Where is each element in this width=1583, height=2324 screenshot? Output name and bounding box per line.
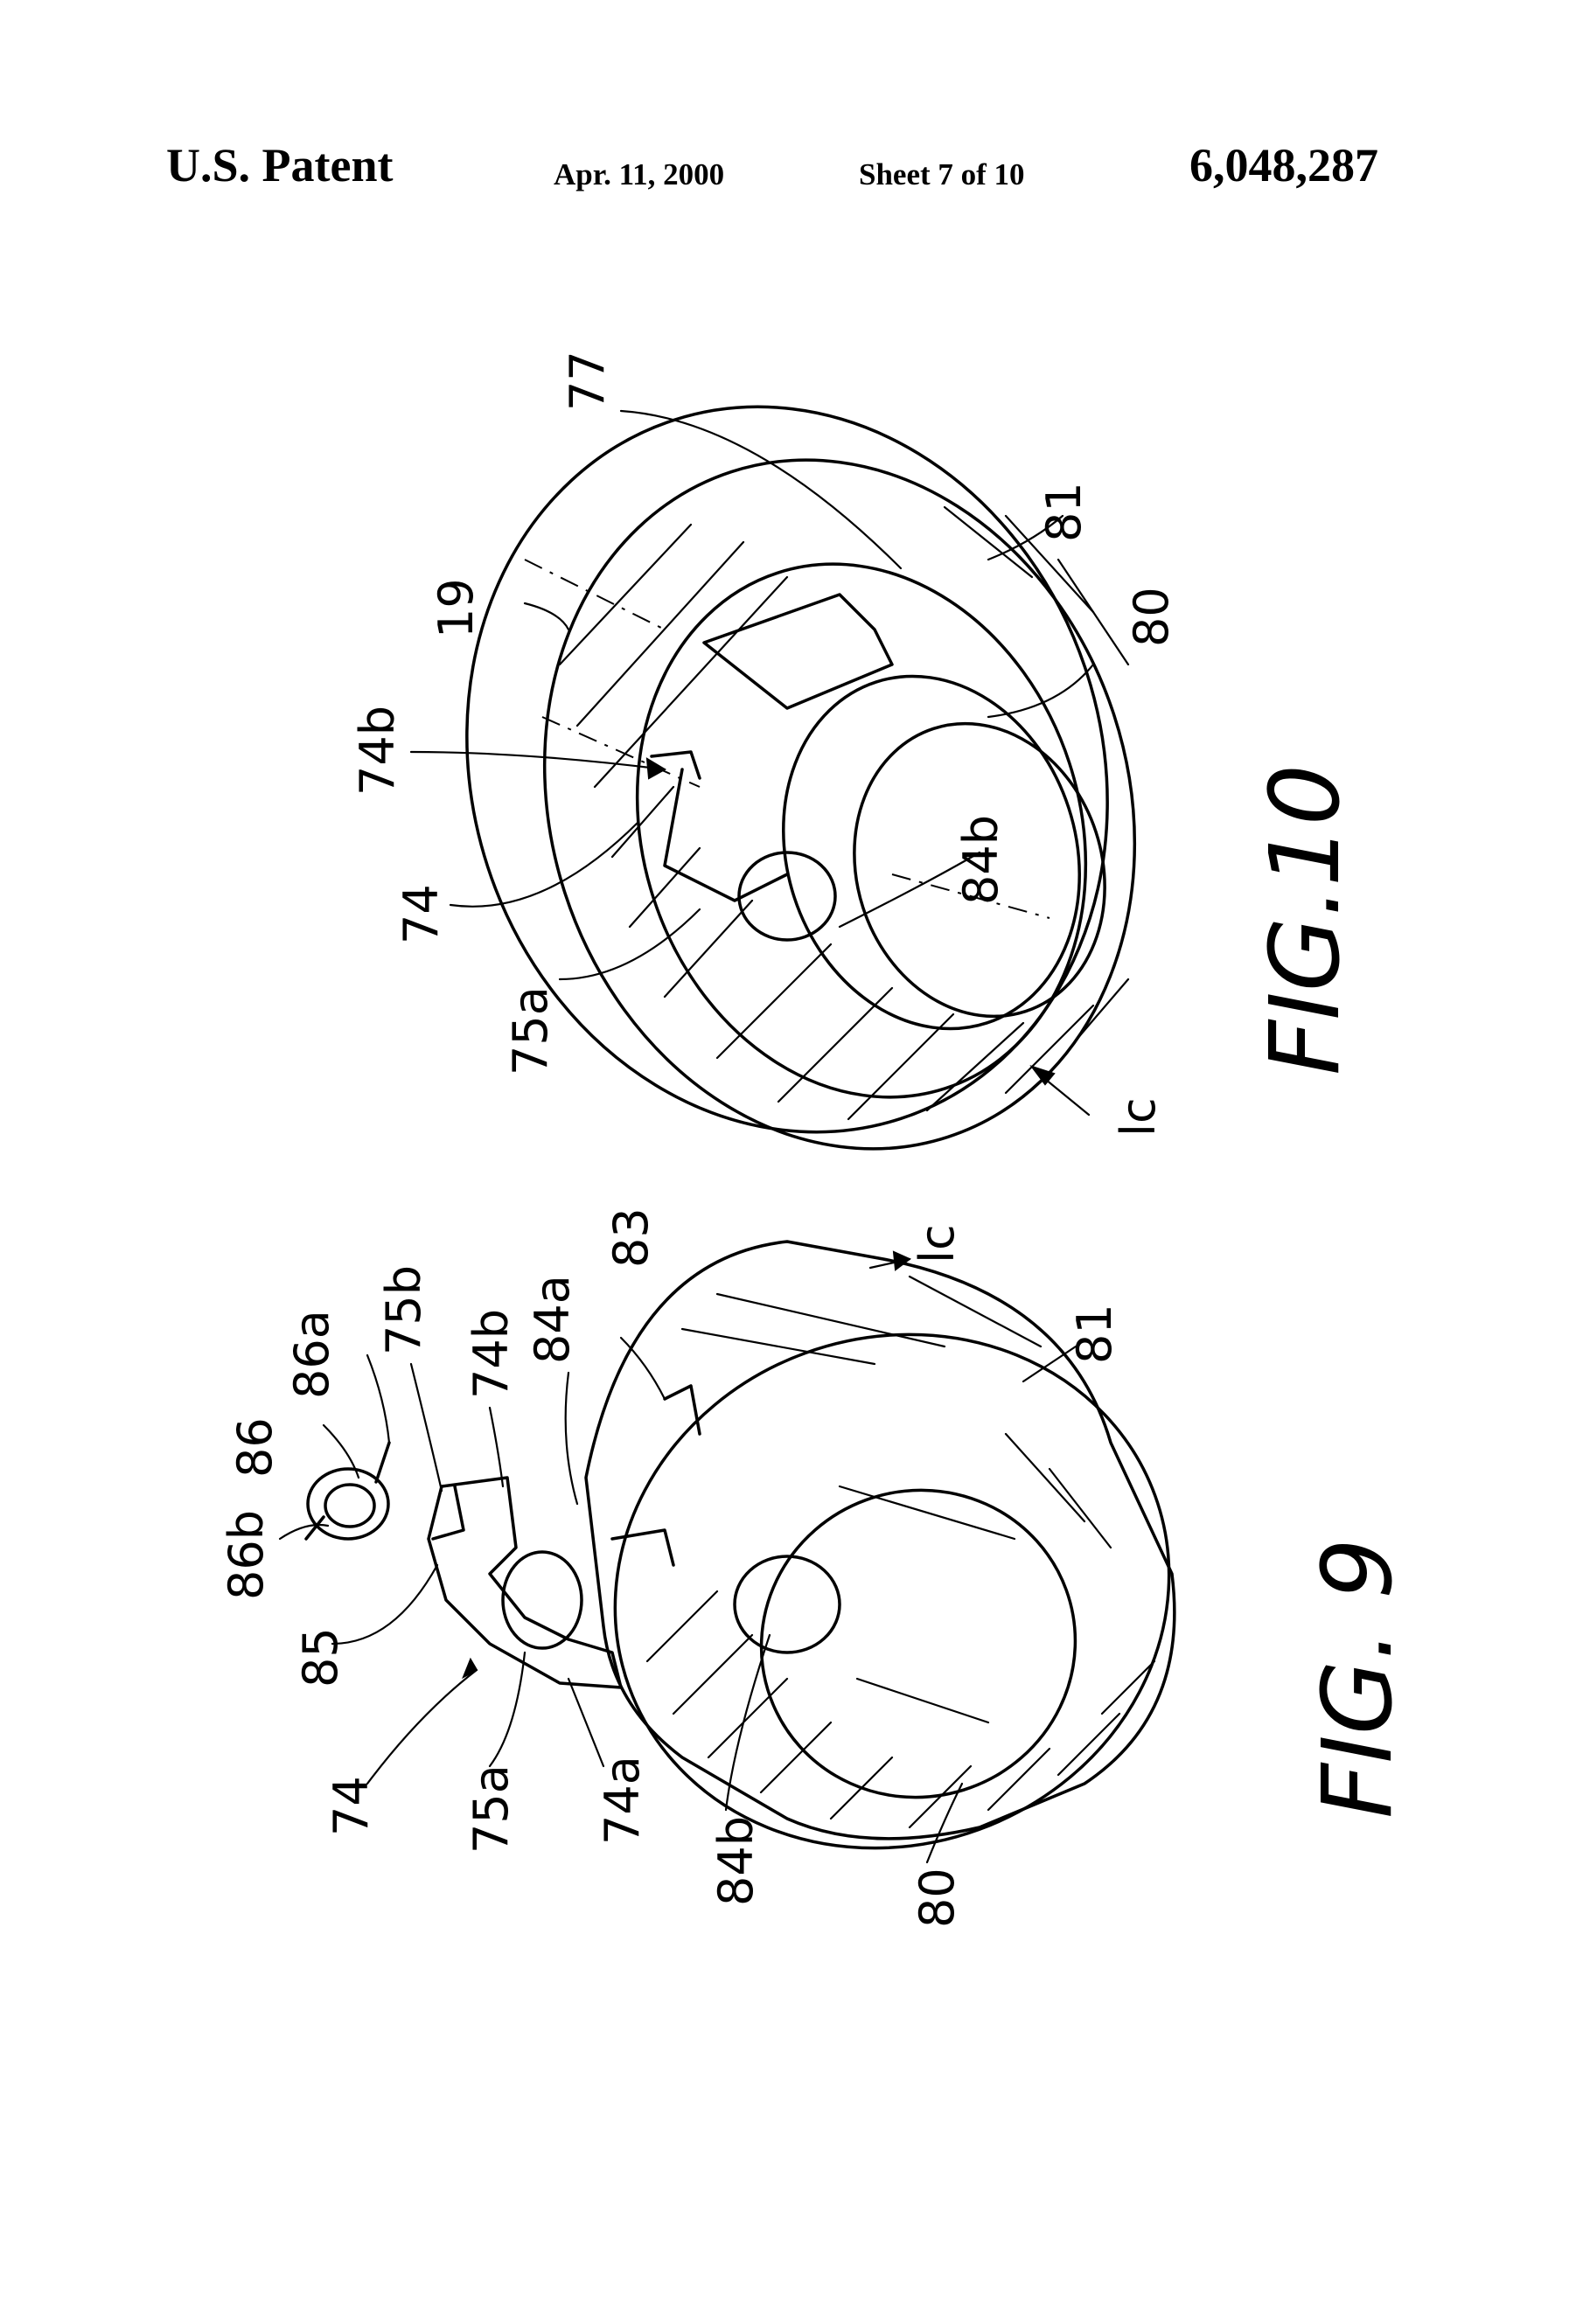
label-86a: 86a — [284, 1310, 339, 1399]
fig9-leaders — [278, 1250, 1077, 1864]
figure-9-caption: FIG. 9 — [1301, 1538, 1413, 1819]
patent-date: Apr. 11, 2000 — [554, 157, 725, 191]
label-74b: 74b — [464, 1309, 519, 1399]
label-80: 80 — [1124, 587, 1179, 647]
fig10-key-block — [650, 593, 894, 942]
figure-9: 86b 86 86a 75b 74b 84a 83 lc 85 74 75a 7… — [219, 1207, 1413, 1928]
patent-number: 6,048,287 — [1189, 139, 1378, 191]
fig9-labels: 86b 86 86a 75b 74b 84a 83 lc 85 74 75a 7… — [219, 1207, 1413, 1928]
label-lc: lc — [1111, 1097, 1166, 1137]
sheet-number: Sheet 7 of 10 — [859, 157, 1025, 191]
label-74a: 74a — [595, 1756, 650, 1845]
fig9-shading — [680, 1275, 1043, 1724]
label-75b: 75b — [376, 1265, 431, 1355]
label-85: 85 — [293, 1627, 348, 1687]
fig9-key — [427, 1476, 623, 1689]
figure-10: 77 19 74b 74 75a 81 80 84b lc FIG.10 — [350, 351, 1361, 1151]
label-75a: 75a — [464, 1764, 519, 1854]
fig9-hatching — [645, 1432, 1156, 1829]
fig10-centerlines — [524, 559, 1050, 919]
fig10-outer-cylinder — [465, 405, 1137, 1151]
label-81: 81 — [1036, 482, 1091, 542]
page-header: U.S. Patent Apr. 11, 2000 Sheet 7 of 10 … — [0, 142, 1583, 212]
label-74b: 74b — [350, 706, 405, 796]
label-86: 86 — [227, 1417, 282, 1478]
fig10-leaders — [409, 409, 1095, 1117]
label-84a: 84a — [525, 1275, 580, 1364]
label-lc: lc — [910, 1224, 965, 1263]
figure-10-caption: FIG.10 — [1249, 764, 1361, 1075]
label-74: 74 — [324, 1776, 379, 1836]
label-84b: 84b — [953, 815, 1008, 905]
label-84b: 84b — [708, 1816, 764, 1906]
fig9-cylinder — [584, 1240, 1176, 1850]
label-19: 19 — [429, 578, 484, 638]
fig9-spring — [304, 1441, 391, 1541]
fig10-hatching — [558, 505, 1130, 1121]
label-86b: 86b — [219, 1510, 274, 1600]
patent-title: U.S. Patent — [166, 139, 394, 191]
label-81: 81 — [1067, 1304, 1122, 1364]
label-80: 80 — [910, 1868, 965, 1928]
label-74: 74 — [394, 884, 449, 944]
label-75a: 75a — [503, 986, 558, 1075]
label-83: 83 — [603, 1207, 659, 1268]
fig10-labels: 77 19 74b 74 75a 81 80 84b lc FIG.10 — [350, 351, 1361, 1137]
label-77: 77 — [560, 351, 615, 411]
